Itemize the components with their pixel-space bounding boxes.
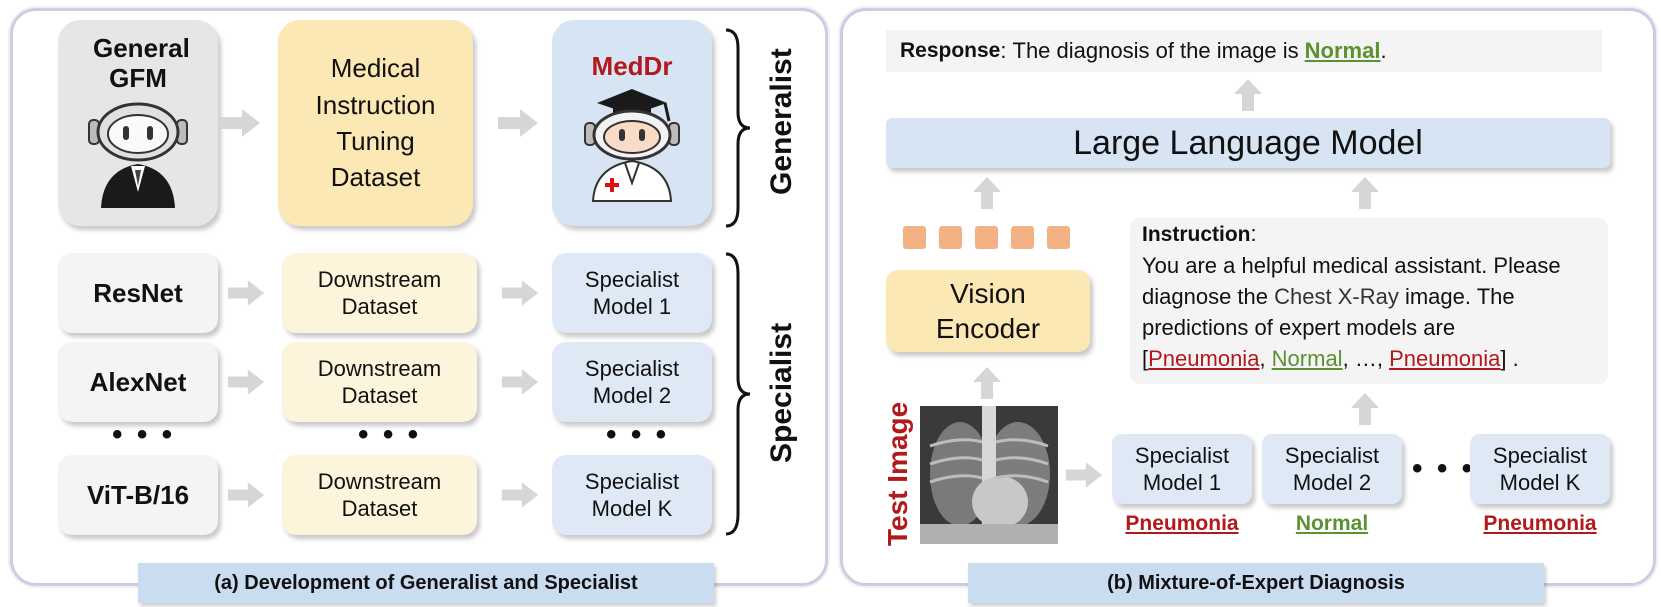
instruction-modality: Chest X-Ray [1274,284,1399,309]
arrow-right-icon [220,109,260,137]
specialist-b-box-1: Specialist Model 1 [1112,434,1252,504]
instruction-dataset-box: Medical Instruction Tuning Dataset [278,20,473,226]
vision-encoder-label: Vision Encoder [935,278,1041,344]
llm-label: Large Language Model [1073,123,1423,162]
arrow-right-icon [227,280,265,306]
specialist-model-box-2: Specialist Model 2 [552,342,712,422]
chest-xray-image [920,406,1058,544]
arrow-up-icon [973,367,1001,399]
instruction-line: You are a helpful medical assistant. Ple… [1142,253,1561,278]
response-label: Response [900,39,1001,62]
downstream-dataset-label: Downstream Dataset [317,355,442,409]
arrow-right-icon [227,482,265,508]
downstream-dataset-label: Downstream Dataset [317,468,442,522]
meddr-box: MedDr [552,20,712,226]
caption-a: (a) Development of Generalist and Specia… [138,563,714,603]
arrow-right-icon [227,369,265,395]
arrow-right-icon [498,109,538,137]
arrow-up-icon [1351,393,1379,425]
downstream-dataset-label: Downstream Dataset [317,266,442,320]
downstream-dataset-box-1: Downstream Dataset [282,253,477,333]
general-gfm-label: General GFM [93,33,190,93]
ellipsis-dots: • • • [358,418,422,451]
visual-token [1047,226,1070,249]
specialist-model-label: Specialist Model 2 [584,355,680,409]
instruction-line: predictions of expert models are [1142,315,1456,340]
vit-box: ViT-B/16 [58,455,218,535]
caption-b: (b) Mixture-of-Expert Diagnosis [968,563,1544,603]
visual-token [1011,226,1034,249]
visual-token [903,226,926,249]
instruction-pred: Normal [1271,346,1343,371]
instruction-dataset-label: Medical Instruction Tuning Dataset [315,53,436,193]
general-gfm-box: General GFM [58,20,218,226]
resnet-label: ResNet [93,277,183,308]
robot-icon [88,102,188,208]
arrow-right-icon [501,482,539,508]
ellipsis-dots: • • • [112,418,176,451]
response-box: Response: The diagnosis of the image is … [886,30,1602,72]
instruction-ellipsis: …, [1354,346,1383,371]
arrow-right-icon [501,280,539,306]
instruction-pred: Pneumonia [1389,346,1501,371]
instruction-text: diagnose the [1142,284,1268,309]
visual-token [975,226,998,249]
specialist-prediction: Normal [1295,512,1369,535]
generalist-label: Generalist [765,48,798,195]
alexnet-label: AlexNet [89,366,187,397]
instruction-label: Instruction [1142,223,1251,246]
arrow-up-icon [1351,177,1379,209]
meddr-label: MedDr [591,51,673,81]
arrow-up-icon [1234,79,1262,111]
ellipsis-dots: • • • [1412,452,1476,485]
specialist-prediction: Pneumonia [1483,512,1597,535]
vision-encoder-box: Vision Encoder [886,270,1090,352]
response-text: The diagnosis of the image is [1012,38,1299,63]
specialist-prediction: Pneumonia [1125,512,1239,535]
specialist-model-box-1: Specialist Model 1 [552,253,712,333]
instruction-box: Instruction: You are a helpful medical a… [1130,218,1608,384]
alexnet-box: AlexNet [58,342,218,422]
ellipsis-dots: • • • [606,418,670,451]
instruction-text: image. The [1404,284,1515,309]
downstream-dataset-box-2: Downstream Dataset [282,342,477,422]
specialist-model-label: Specialist Model 1 [584,266,680,320]
specialist-b-box-2: Specialist Model 2 [1262,434,1402,504]
arrow-up-icon [973,177,1001,209]
specialist-brace [725,252,751,536]
specialist-model-label: Specialist Model 2 [1284,442,1380,496]
specialist-b-box-k: Specialist Model K [1470,434,1610,504]
specialist-model-label: Specialist Model K [1492,442,1588,496]
response-answer: Normal [1304,38,1381,63]
vit-label: ViT-B/16 [86,479,190,510]
resnet-box: ResNet [58,253,218,333]
downstream-dataset-box-k: Downstream Dataset [282,455,477,535]
test-image-label: Test Image [882,401,913,546]
visual-token [939,226,962,249]
arrow-right-icon [1065,462,1103,488]
specialist-model-label: Specialist Model 1 [1134,442,1230,496]
instruction-pred: Pneumonia [1148,346,1260,371]
llm-box: Large Language Model [886,118,1610,168]
arrow-right-icon [501,369,539,395]
specialist-model-box-k: Specialist Model K [552,455,712,535]
specialist-label: Specialist [765,322,798,463]
generalist-brace [725,28,751,228]
doctor-robot-icon [584,88,680,202]
specialist-model-label: Specialist Model K [584,468,680,522]
